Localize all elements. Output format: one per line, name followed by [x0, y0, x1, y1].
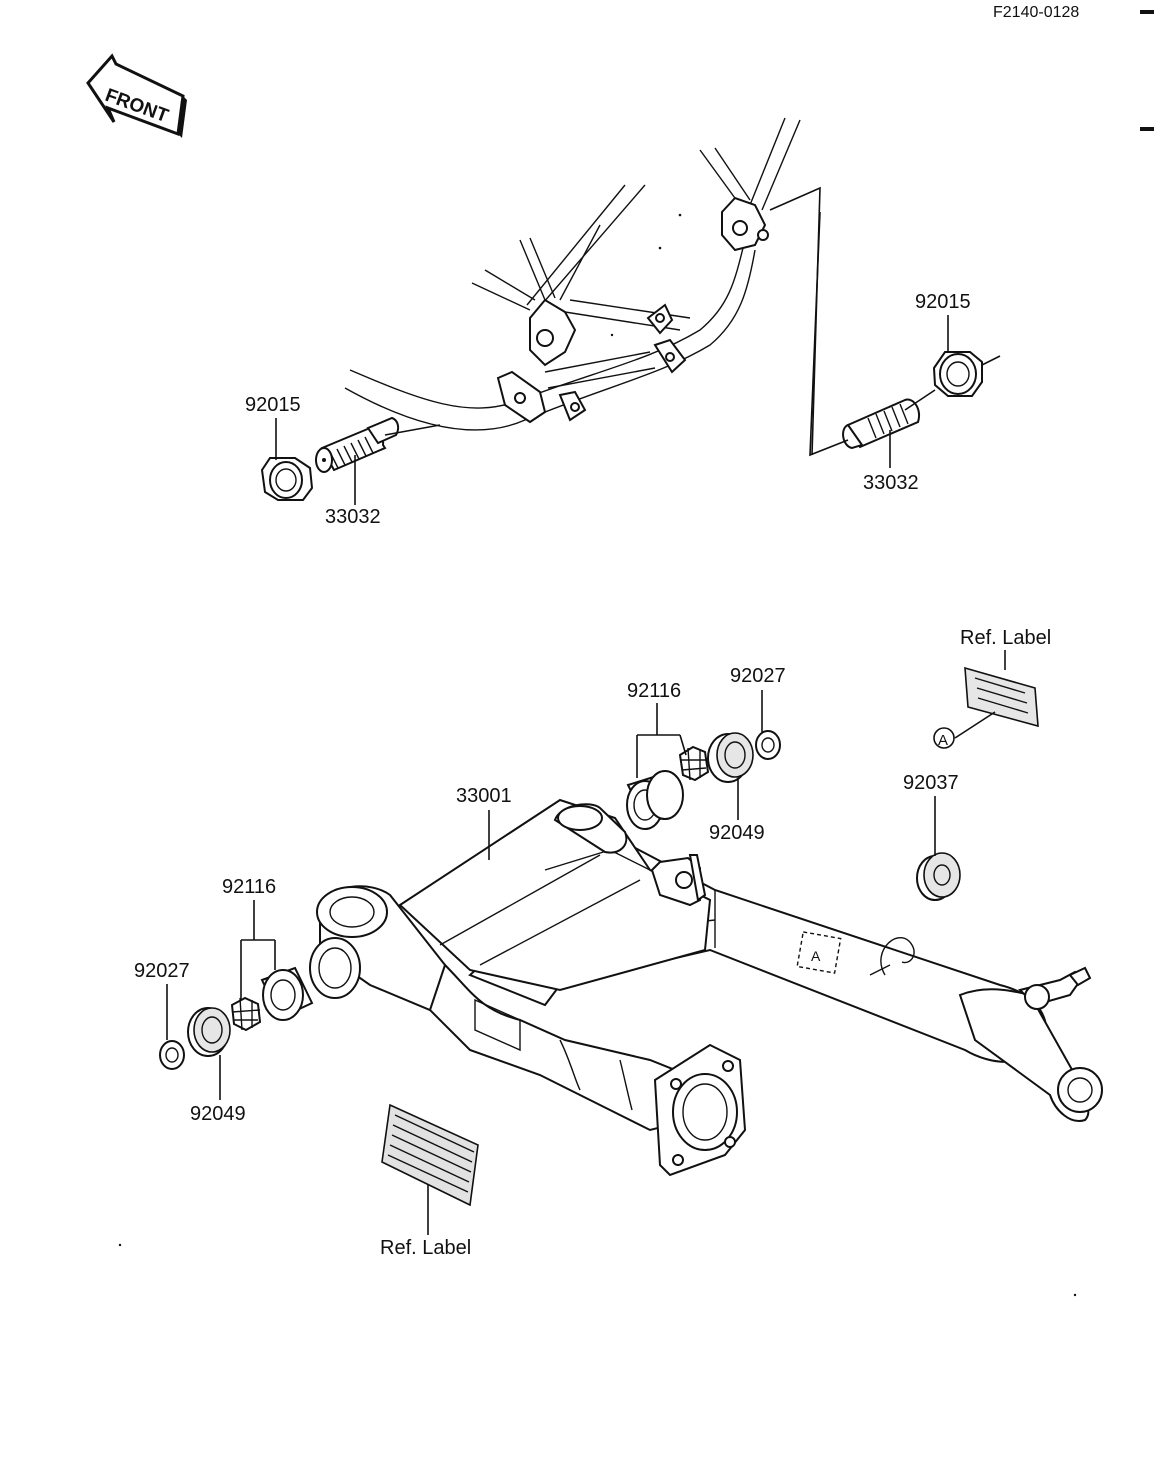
- cap-icon: [916, 852, 961, 901]
- seal-left-icon: [187, 1007, 231, 1057]
- nut-left-icon: [260, 457, 314, 501]
- callout-adjuster-right: 33032: [863, 472, 919, 494]
- frame-section: [344, 117, 801, 431]
- collar-top-icon: [755, 730, 781, 760]
- marker-a-body-text: A: [811, 948, 821, 964]
- document-code: F2140-0128: [993, 4, 1079, 21]
- callout-swingarm: 33001: [456, 785, 512, 807]
- callout-collar-left: 92027: [134, 960, 190, 982]
- bushing-top-icon: [626, 770, 684, 830]
- seal-top-icon: [707, 732, 754, 783]
- callout-ref-label-bottom: Ref. Label: [380, 1237, 471, 1259]
- adjuster-bolt-right-icon: [769, 186, 920, 457]
- callout-bushing-left: 92116: [222, 876, 276, 898]
- bearing-left-icon: [230, 996, 262, 1032]
- collar-left-icon: [159, 1040, 185, 1070]
- swingarm-icon: [309, 798, 1103, 1177]
- callout-seal-left: 92049: [190, 1103, 246, 1125]
- adjuster-bolt-left-icon: [315, 416, 441, 473]
- callout-collar-top: 92027: [730, 665, 786, 687]
- bushing-left-icon: [260, 966, 314, 1021]
- callout-nut-left: 92015: [245, 394, 301, 416]
- callout-bushing-top: 92116: [627, 680, 681, 702]
- nut-right-icon: [904, 351, 1001, 411]
- callout-adjuster-left: 33032: [325, 506, 381, 528]
- ref-label-bottom-icon: [381, 1103, 479, 1235]
- ref-label-top-icon: [954, 650, 1039, 739]
- edge-mark-mid: [1140, 127, 1154, 131]
- bearing-top-icon: [678, 745, 710, 782]
- callout-ref-label-top: Ref. Label: [960, 627, 1051, 649]
- front-arrow-icon: FRONT: [86, 53, 187, 138]
- callout-nut-right: 92015: [915, 291, 971, 313]
- marker-a-text: A: [938, 732, 948, 749]
- callout-seal-top: 92049: [709, 822, 765, 844]
- marker-a-icon: A: [933, 727, 955, 749]
- edge-mark-top: [1140, 10, 1154, 14]
- callout-cap: 92037: [903, 772, 959, 794]
